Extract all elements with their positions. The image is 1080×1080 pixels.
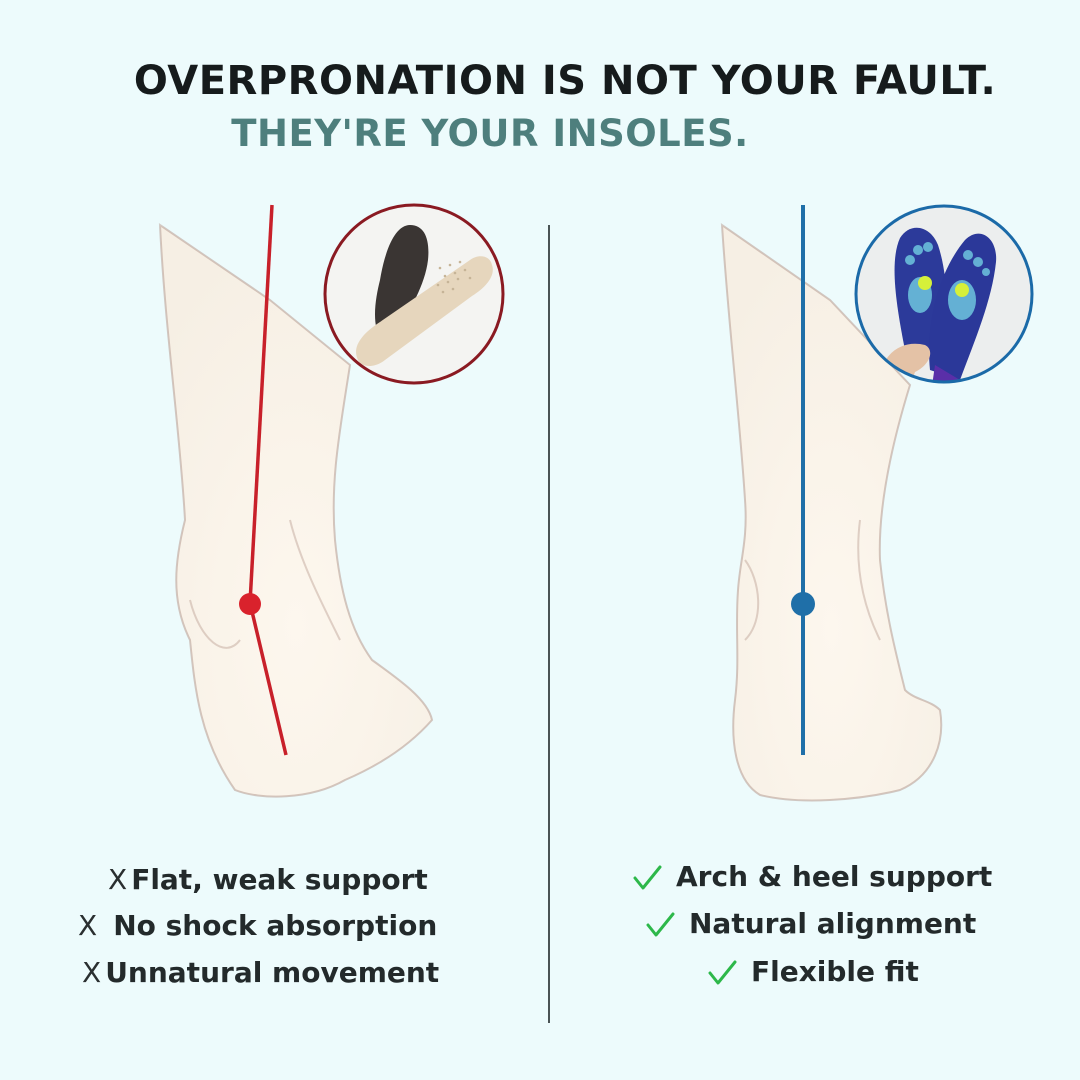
check-mark-icon — [708, 960, 737, 984]
ankle-joint-marker-blue — [791, 592, 815, 616]
list-item: X No shock absorption — [78, 909, 437, 942]
list-item-text: Flat, weak support — [131, 863, 428, 896]
list-item-text: Natural alignment — [689, 907, 977, 940]
supportive-insole-photo — [854, 204, 1034, 384]
list-item: X Unnatural movement — [82, 956, 439, 989]
headline-primary: OVERPRONATION IS NOT YOUR FAULT. — [133, 58, 997, 104]
list-item-text: Arch & heel support — [676, 860, 993, 893]
alignment-line — [791, 205, 815, 755]
x-mark-icon: X — [78, 909, 98, 942]
x-mark-icon: X — [82, 956, 102, 989]
list-item-text: Unnatural movement — [105, 956, 440, 989]
list-item-text: Flexible fit — [751, 955, 919, 988]
check-mark-icon — [633, 865, 662, 889]
center-divider — [548, 225, 550, 1023]
headline-secondary: THEY'RE YOUR INSOLES. — [231, 112, 749, 155]
list-item-text: No shock absorption — [113, 909, 438, 942]
flat-insole-photo — [323, 203, 505, 385]
list-item: X Flat, weak support — [108, 863, 428, 896]
list-item: Flexible fit — [707, 955, 919, 988]
list-item: Arch & heel support — [632, 860, 992, 893]
x-mark-icon: X — [108, 863, 128, 896]
list-item: Natural alignment — [645, 907, 976, 940]
check-mark-icon — [646, 912, 675, 936]
ankle-joint-marker-red — [239, 593, 261, 615]
misalignment-line — [239, 204, 288, 756]
